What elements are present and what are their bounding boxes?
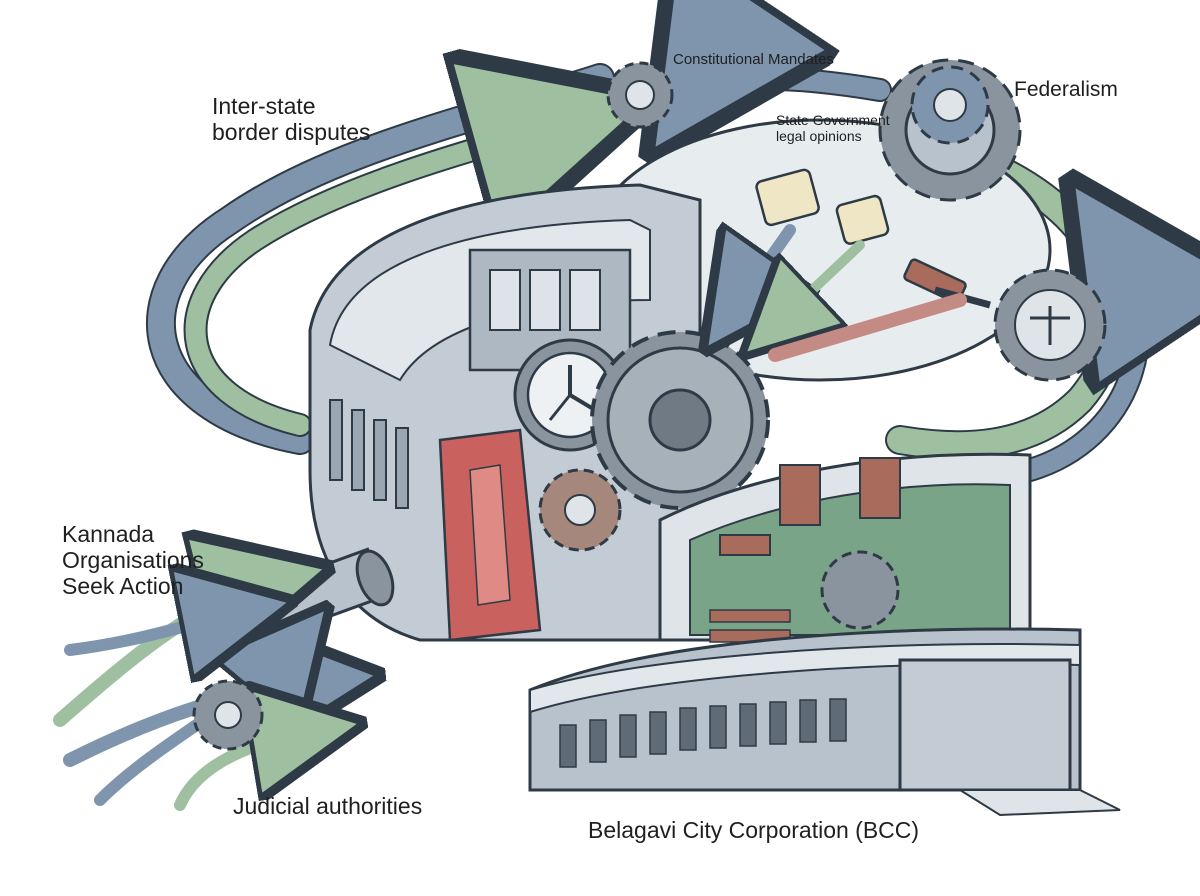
label-constitutional-mandates: Constitutional Mandates [673, 51, 834, 68]
label-kannada-organisations: Kannada Organisations Seek Action [62, 521, 204, 599]
label-federalism: Federalism [1014, 78, 1118, 101]
gear-icon [606, 61, 674, 129]
opinion-arrows [730, 230, 967, 355]
label-line: Seek Action [62, 572, 184, 599]
outer-cycle-arrows [146, 78, 1138, 482]
mechanism-gear-icon [538, 468, 622, 552]
label-inter-state-border-disputes: Inter-state border disputes [212, 93, 371, 146]
label-state-government-opinions: State Government legal opinions [776, 112, 890, 144]
input-pipe [243, 547, 395, 643]
federalism-gear-icon [878, 58, 1022, 202]
label-line: Inter-state [212, 93, 316, 119]
label-line: Organisations [62, 546, 204, 573]
building-icon [528, 452, 1121, 817]
label-line: State Government [776, 112, 890, 128]
label-judicial-authorities: Judicial authorities [233, 793, 423, 819]
judicial-gear-icon [192, 679, 264, 751]
scroll-icon [755, 168, 890, 245]
label-line: Kannada [62, 521, 155, 547]
scales-gear-icon [993, 268, 1107, 382]
large-gear-icon [590, 330, 770, 510]
label-line: legal opinions [776, 127, 862, 144]
label-belagavi-city-corporation: Belagavi City Corporation (BCC) [588, 817, 920, 843]
label-line: border disputes [212, 118, 371, 145]
